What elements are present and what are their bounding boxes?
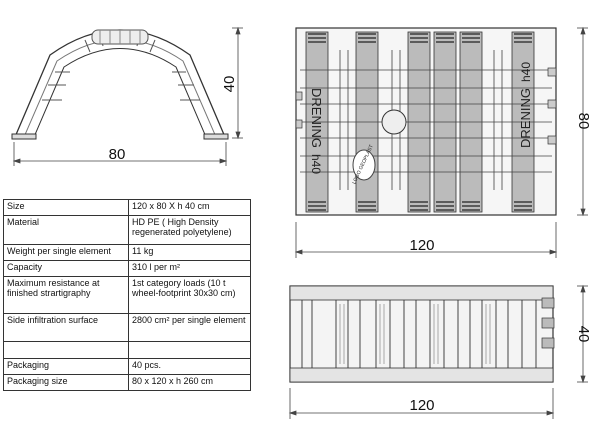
spec-value: HD PE ( High Density regenerated polyety… bbox=[128, 215, 251, 245]
arch-dimension-lines bbox=[12, 26, 243, 166]
spec-label: Capacity bbox=[3, 260, 129, 277]
side-height-label: 40 bbox=[575, 326, 592, 343]
top-length-label: 120 bbox=[409, 237, 434, 254]
brand-right: DRENING bbox=[518, 88, 533, 148]
spec-row: Capacity 310 l per m² bbox=[3, 260, 251, 277]
arch-width-label: 80 bbox=[109, 146, 126, 163]
spec-row-empty bbox=[3, 341, 251, 359]
spec-value: 40 pcs. bbox=[128, 358, 251, 375]
side-view-grating bbox=[339, 304, 491, 364]
arch-height-label: 40 bbox=[221, 76, 238, 93]
spec-row: Packaging size 80 x 120 x h 260 cm bbox=[3, 374, 251, 391]
top-view: LOGO GEOPLAST DRENING h40 DRENING h40 bbox=[295, 27, 557, 216]
side-view-ribs bbox=[301, 300, 537, 368]
spec-row: Size 120 x 80 X h 40 cm bbox=[3, 199, 251, 216]
spec-label: Size bbox=[3, 199, 129, 216]
spec-label: Weight per single element bbox=[3, 244, 129, 261]
spec-row: Material HD PE ( High Density regenerate… bbox=[3, 215, 251, 245]
spec-label: Packaging size bbox=[3, 374, 129, 391]
spec-value: 11 kg bbox=[128, 244, 251, 261]
side-view-clips bbox=[541, 297, 555, 349]
spec-value bbox=[128, 341, 251, 359]
spec-value: 80 x 120 x h 260 cm bbox=[128, 374, 251, 391]
spec-label bbox=[3, 341, 129, 359]
spec-value: 1st category loads (10 t wheel-footprint… bbox=[128, 276, 251, 314]
logo-oval bbox=[352, 149, 376, 181]
spec-row: Weight per single element 11 kg bbox=[3, 244, 251, 261]
spec-label: Maximum resistance at finished strartigr… bbox=[3, 276, 129, 314]
top-view-hatching bbox=[308, 33, 532, 211]
top-width-label: 80 bbox=[575, 113, 592, 130]
side-view-dimension-lines bbox=[288, 284, 588, 419]
spec-label: Material bbox=[3, 215, 129, 245]
spec-value: 310 l per m² bbox=[128, 260, 251, 277]
spec-row: Side infiltration surface 2800 cm² per s… bbox=[3, 313, 251, 342]
spec-table: Size 120 x 80 X h 40 cm Material HD PE (… bbox=[3, 199, 251, 391]
top-view-side-studs bbox=[295, 67, 557, 145]
spec-row: Packaging 40 pcs. bbox=[3, 358, 251, 375]
side-length-label: 120 bbox=[409, 397, 434, 414]
top-view-center-hole bbox=[381, 109, 407, 135]
arch-front-view bbox=[11, 29, 229, 140]
spec-row: Maximum resistance at finished strartigr… bbox=[3, 276, 251, 314]
model-right: h40 bbox=[519, 62, 533, 82]
brand-left: DRENING bbox=[309, 88, 324, 148]
side-view bbox=[289, 285, 555, 383]
spec-label: Side infiltration surface bbox=[3, 313, 129, 342]
spec-label: Packaging bbox=[3, 358, 129, 375]
spec-value: 120 x 80 X h 40 cm bbox=[128, 199, 251, 216]
model-left: h40 bbox=[309, 154, 323, 174]
spec-value: 2800 cm² per single element bbox=[128, 313, 251, 342]
top-view-dimension-lines bbox=[294, 26, 588, 258]
